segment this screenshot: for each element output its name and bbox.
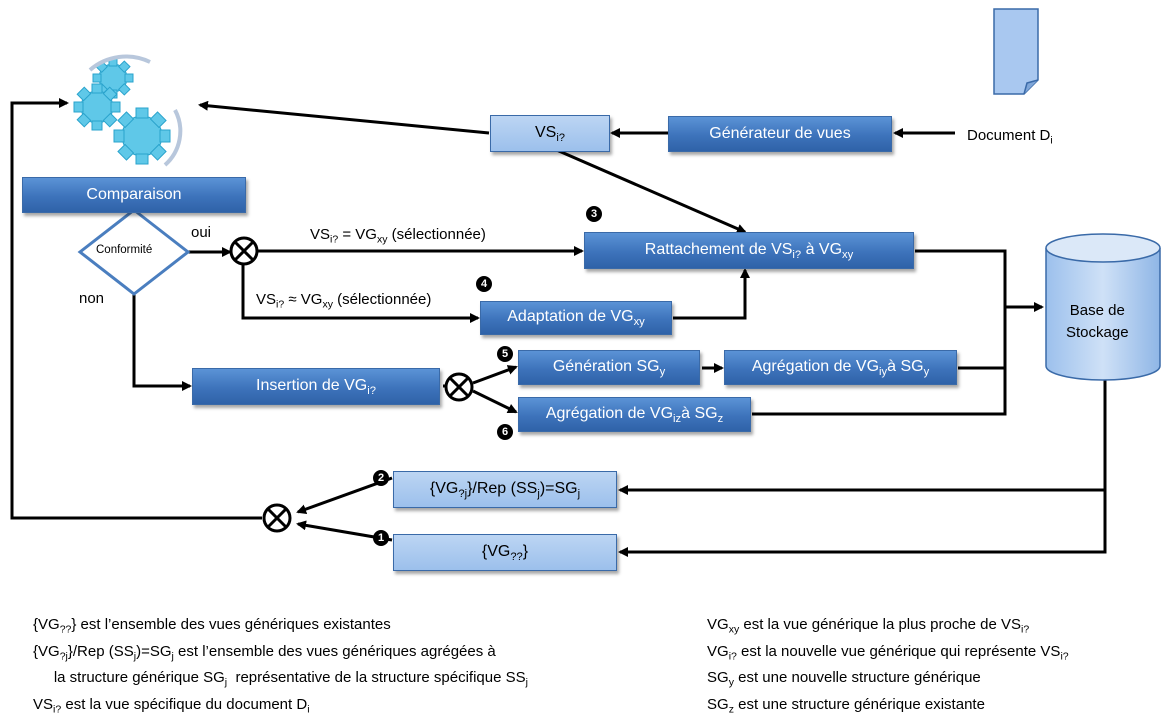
insertion-box: Insertion de VGi? <box>192 368 440 405</box>
rattachement-box: Rattachement de VSi? à VGxy <box>584 232 914 269</box>
generateur-label: Générateur de vues <box>709 125 851 142</box>
cross-circle-icon <box>229 236 259 266</box>
step-number-2: 2 <box>373 470 389 486</box>
non-label: non <box>79 290 105 307</box>
legend-item: {VG?j}/Rep (SSj)=SGj est l’ensemble des … <box>33 642 496 663</box>
step-number-6: 6 <box>497 424 513 440</box>
selected-approx-label: VSi? ≈ VGxy (sélectionnée) <box>256 291 432 311</box>
agregation-z-box: Agrégation de VGizà SGz <box>518 397 751 432</box>
legend-item: {VG??} est l’ensemble des vues générique… <box>33 616 391 636</box>
generation-label: Génération SGy <box>552 357 666 378</box>
vsi-box: VSi? <box>490 115 610 152</box>
edge-rattachement-base <box>915 249 1007 307</box>
adaptation-label: Adaptation de VGxy <box>507 308 645 328</box>
vsi-label: VSi? <box>534 123 566 144</box>
insertion-label: Insertion de VGi? <box>256 376 376 397</box>
cross-circle-icon <box>444 372 474 402</box>
edge-cross2-agregz <box>472 389 518 414</box>
base-stockage-cylinder <box>1045 233 1161 381</box>
document-label: Document Di <box>967 127 1053 147</box>
generateur-box: Générateur de vues <box>668 116 892 152</box>
cross-circle-icon <box>262 503 292 533</box>
agregation-y-label: Agrégation de VGiyà SGy <box>751 357 930 378</box>
rep-label: {VG?j}/Rep (SSj)=SGj <box>429 479 581 500</box>
step-number-1: 1 <box>373 530 389 546</box>
legend-item: VSi? est la vue spécifique du document D… <box>33 696 310 716</box>
rep-box: {VG?j}/Rep (SSj)=SGj <box>393 471 617 508</box>
oui-label: oui <box>191 224 212 241</box>
comparaison-box: Comparaison <box>22 177 246 213</box>
legend-left: {VG??} est l’ensemble des vues générique… <box>33 614 528 721</box>
step-number-3: 3 <box>586 206 602 222</box>
edge-adaptation-rattachement <box>673 268 750 320</box>
legend-item: SGz est une structure générique existant… <box>707 696 985 716</box>
legend-item: SGy est une nouvelle structure générique <box>707 669 981 690</box>
edge-base-vgall <box>618 375 1107 557</box>
legend-item: la structure générique SGj représentativ… <box>33 669 528 690</box>
legend-item: VGi? est la nouvelle vue générique qui r… <box>707 642 1069 663</box>
agregation-y-box: Agrégation de VGiyà SGy <box>724 350 957 385</box>
adaptation-box: Adaptation de VGxy <box>480 301 672 335</box>
edge-vsi-rattachement <box>551 146 747 234</box>
edge-cross2-generation <box>472 365 518 385</box>
legend-right: VGxy est la vue générique la plus proche… <box>707 614 1069 721</box>
step-number-4: 4 <box>476 276 492 292</box>
edge-non-insertion <box>132 294 192 391</box>
edge-cross-adaptation <box>241 265 480 323</box>
conformite-label: Conformité <box>96 244 153 256</box>
vg-all-label: {VG??} <box>481 542 529 563</box>
step-number-5: 5 <box>497 346 513 362</box>
vg-all-box: {VG??} <box>393 534 617 571</box>
legend-item: VGxy est la vue générique la plus proche… <box>707 616 1030 636</box>
gears-icon <box>73 54 183 167</box>
rattachement-label: Rattachement de VSi? à VGxy <box>644 240 854 261</box>
comparaison-label: Comparaison <box>86 186 182 203</box>
edge-loop <box>10 98 262 520</box>
generation-box: Génération SGy <box>518 350 700 385</box>
edge-vsi-gears <box>198 100 490 135</box>
selected-eq-label: VSi? = VGxy (sélectionnée) <box>310 226 486 246</box>
conformite-diamond <box>77 208 191 296</box>
document-icon <box>993 8 1039 95</box>
agregation-z-label: Agrégation de VGizà SGz <box>545 404 724 425</box>
